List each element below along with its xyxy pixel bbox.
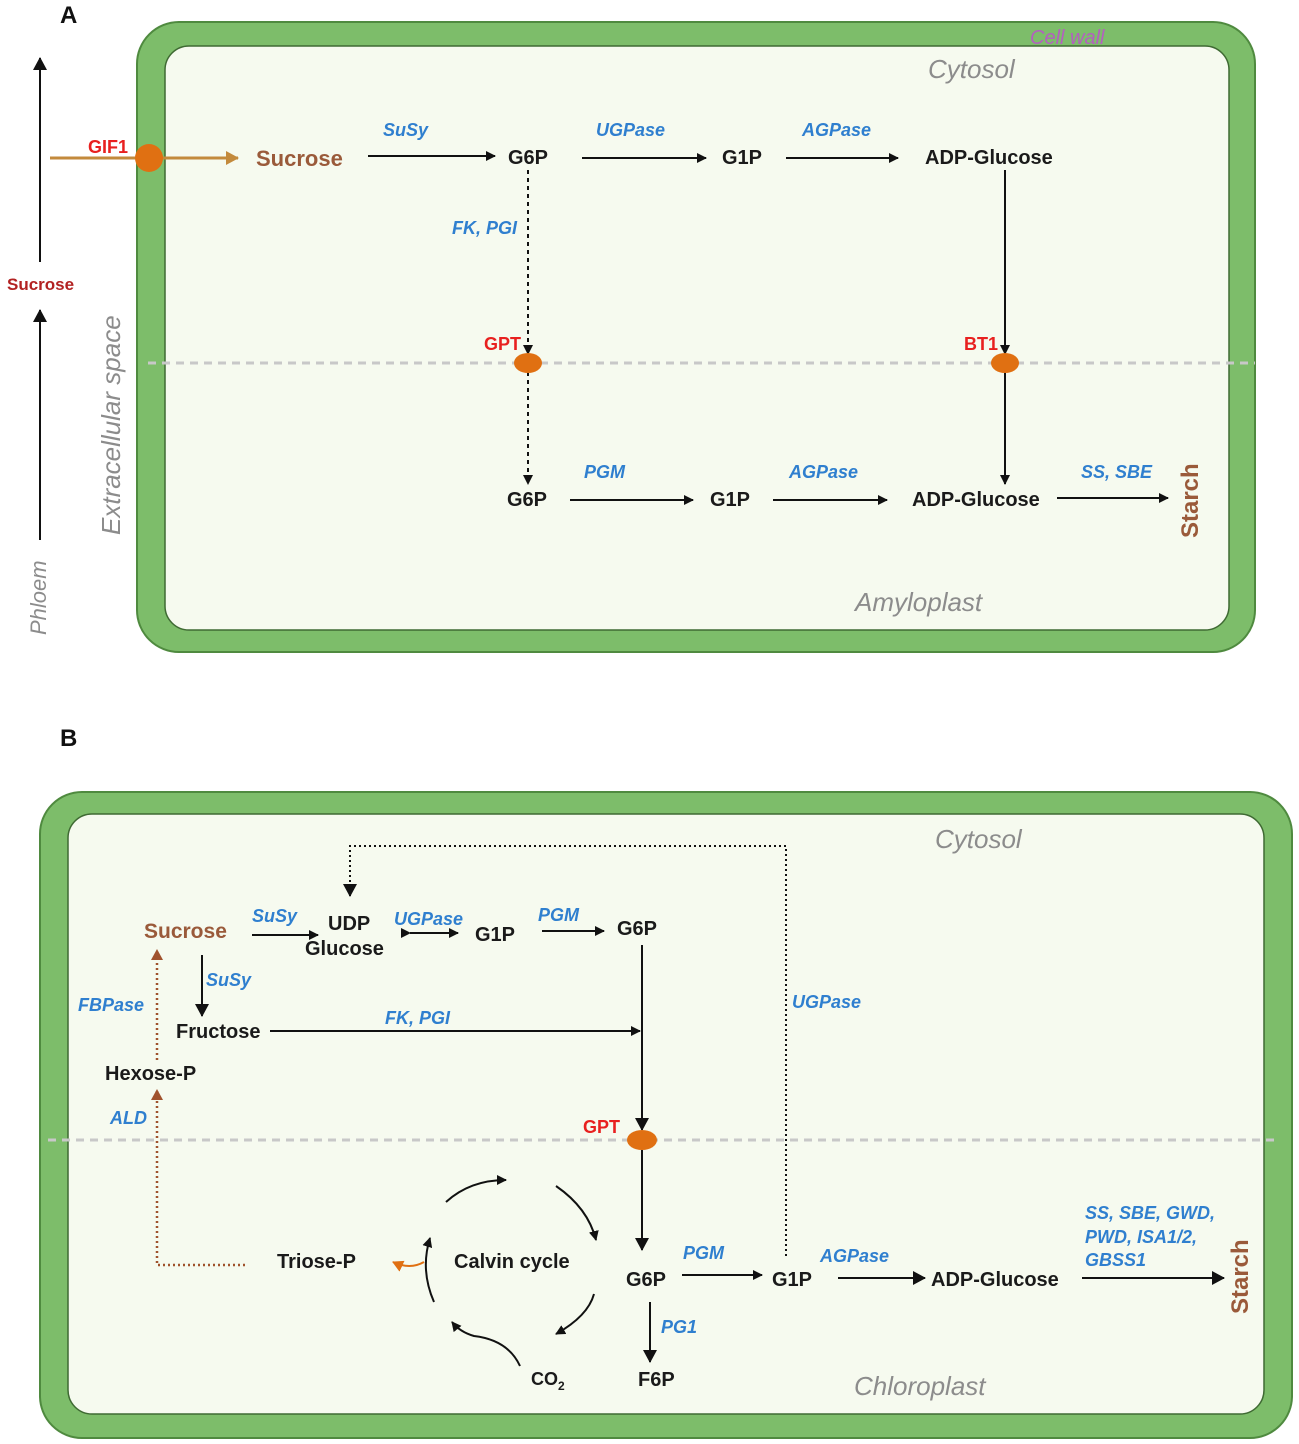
bt1-transporter — [991, 353, 1019, 373]
enzyme-ugpase-top: UGPase — [394, 909, 463, 929]
sucrose-a: Sucrose — [256, 146, 343, 171]
g6p-cytosol-b: G6P — [617, 918, 657, 940]
enzyme-fk-pgi-b: FK, PGI — [385, 1008, 451, 1028]
enzyme-agpase-chl: AGPase — [819, 1246, 889, 1266]
enzyme-pg1: PG1 — [661, 1317, 697, 1337]
enzyme-starch-line-2: PWD, ISA1/2, — [1085, 1227, 1197, 1247]
cell-wall-label: Cell wall — [1030, 27, 1105, 49]
starch-b: Starch — [1227, 1239, 1254, 1314]
g1p-chloroplast: G1P — [772, 1269, 812, 1291]
adp-glucose-amyloplast: ADP-Glucose — [912, 489, 1040, 511]
enzyme-ugpase-a: UGPase — [596, 120, 665, 140]
enzyme-fbpase: FBPase — [78, 995, 144, 1015]
adp-glucose-cytosol-a: ADP-Glucose — [925, 147, 1053, 169]
glucose-label: Glucose — [305, 938, 384, 960]
enzyme-ald: ALD — [109, 1108, 147, 1128]
enzyme-pgm-top: PGM — [538, 905, 580, 925]
panel-b: B Cytosol Chloroplast UGPase Sucrose SuS… — [39, 725, 1293, 1439]
starch-a: Starch — [1177, 463, 1204, 538]
g1p-cytosol-a: G1P — [722, 147, 762, 169]
enzyme-susy-top: SuSy — [252, 906, 298, 926]
fructose-label: Fructose — [176, 1021, 260, 1043]
panel-a: A Cell wall Cytosol Amyloplast Extracell… — [7, 2, 1256, 653]
enzyme-ugpase-right: UGPase — [792, 992, 861, 1012]
enzyme-pgm-chl: PGM — [683, 1243, 725, 1263]
arrow-calvin-triosep — [392, 1260, 425, 1272]
enzyme-starch-line-3: GBSS1 — [1085, 1250, 1146, 1270]
enzyme-agpase-amyloplast: AGPase — [788, 462, 858, 482]
gif1-label: GIF1 — [88, 137, 128, 157]
gpt-transporter-b — [627, 1130, 657, 1150]
phloem-sucrose: Sucrose — [7, 275, 74, 294]
co2-text: CO — [531, 1369, 558, 1389]
enzyme-fk-pgi-a: FK, PGI — [452, 218, 518, 238]
g6p-amyloplast: G6P — [507, 489, 547, 511]
extracellular-space-label: Extracellular space — [96, 315, 126, 535]
panel-b-letter: B — [60, 725, 77, 752]
gif1-transporter — [135, 144, 163, 172]
g6p-chloroplast: G6P — [626, 1269, 666, 1291]
arrow-g1p-to-udpglc-loop — [343, 845, 787, 1256]
udp-label: UDP — [328, 913, 370, 935]
calvin-cycle-label: Calvin cycle — [454, 1251, 570, 1273]
cell-interior-a — [164, 45, 1230, 631]
phloem-label: Phloem — [26, 560, 51, 635]
g1p-cytosol-b: G1P — [475, 924, 515, 946]
gpt-transporter-a — [514, 353, 542, 373]
adp-glucose-chloroplast: ADP-Glucose — [931, 1269, 1059, 1291]
co2-label: CO2 — [531, 1369, 565, 1393]
enzyme-ss-sbe-a: SS, SBE — [1081, 462, 1153, 482]
enzyme-susy-down: SuSy — [206, 970, 252, 990]
g1p-amyloplast: G1P — [710, 489, 750, 511]
enzyme-starch-line-1: SS, SBE, GWD, — [1085, 1203, 1215, 1223]
cell-interior-b — [67, 813, 1265, 1415]
amyloplast-label: Amyloplast — [853, 587, 984, 617]
cytosol-label-a: Cytosol — [928, 54, 1016, 84]
hexose-p-label: Hexose-P — [105, 1063, 196, 1085]
gpt-label-a: GPT — [484, 334, 521, 354]
chloroplast-label: Chloroplast — [854, 1371, 987, 1401]
enzyme-pgm-a: PGM — [584, 462, 626, 482]
triose-p-label: Triose-P — [277, 1251, 356, 1273]
g6p-cytosol-a: G6P — [508, 147, 548, 169]
f6p-label: F6P — [638, 1369, 675, 1391]
calvin-cycle-arrows — [422, 1175, 599, 1367]
sucrose-b: Sucrose — [144, 920, 227, 943]
gpt-label-b: GPT — [583, 1117, 620, 1137]
co2-subscript: 2 — [558, 1379, 565, 1393]
enzyme-susy-a: SuSy — [383, 120, 429, 140]
enzyme-agpase-cytosol-a: AGPase — [801, 120, 871, 140]
bt1-label: BT1 — [964, 334, 998, 354]
panel-a-letter: A — [60, 2, 77, 29]
cytosol-label-b: Cytosol — [935, 824, 1023, 854]
